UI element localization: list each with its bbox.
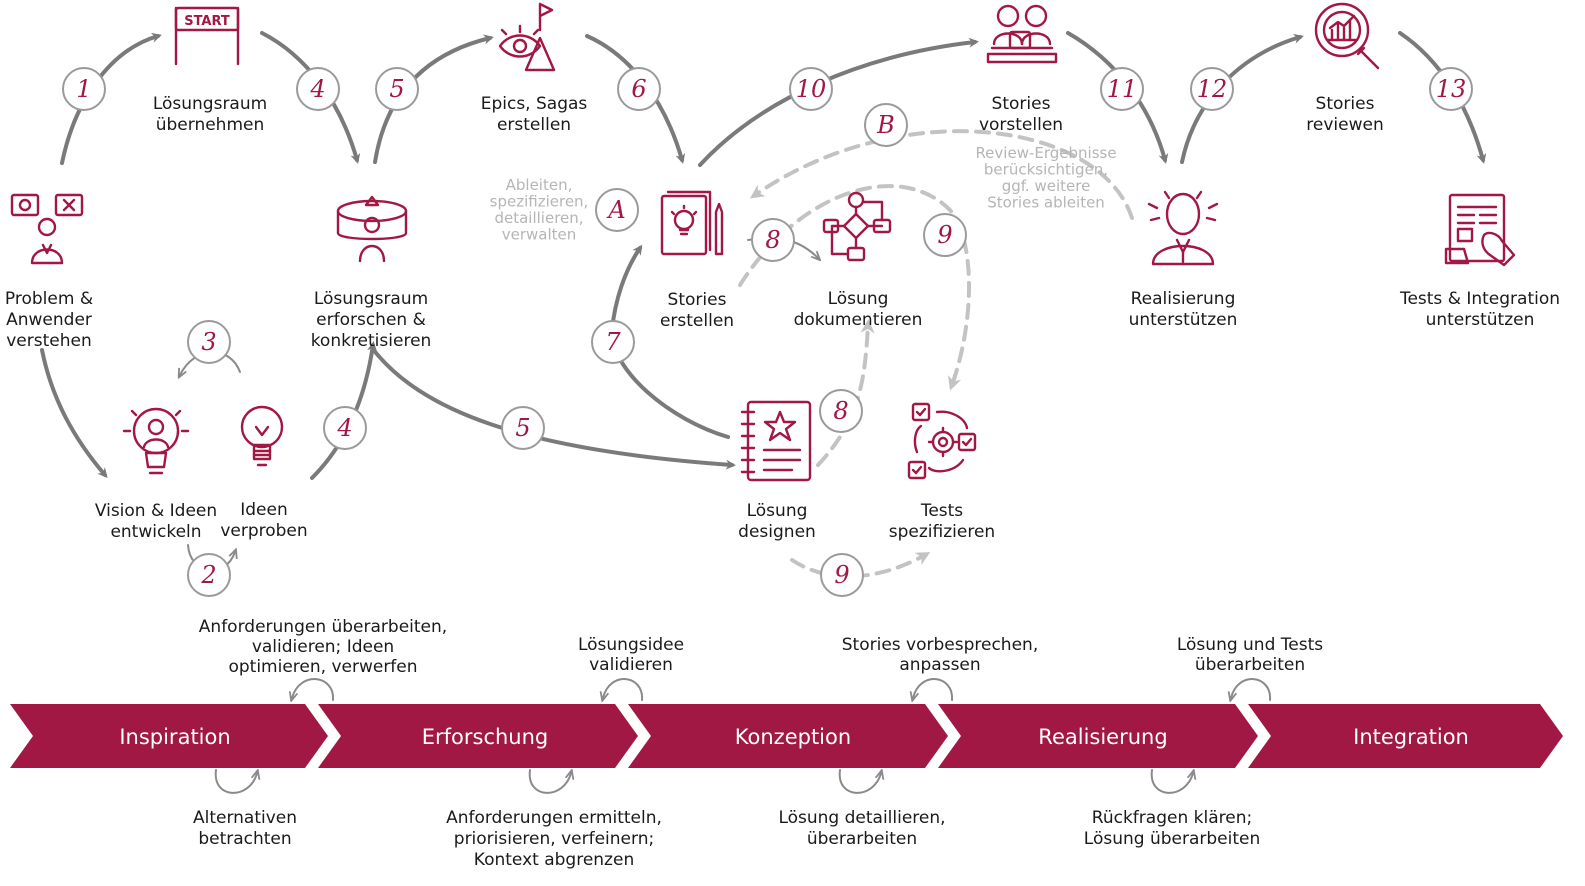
step-5: 5 [375,67,419,111]
step-8-top: 8 [751,218,795,262]
explore-space-icon [336,195,408,263]
phase-label-inspiration: Inspiration [119,725,230,749]
step-b: B [864,103,908,147]
phase-label-erforschung: Erforschung [422,725,549,749]
vision-bulb-icon [122,407,190,475]
epics-vision-icon [498,2,556,72]
step-4-lower: 4 [323,406,367,450]
step-6: 6 [617,67,661,111]
svg-text:4: 4 [309,75,325,103]
design-notebook-icon [740,400,812,482]
phase-note-bottom-realisierung: Rückfragen klären;Lösung überarbeiten [1084,808,1260,849]
phase-realisierung [938,704,1258,768]
svg-text:5: 5 [389,75,404,103]
problem-icon [10,193,84,265]
phase-erforschung [318,704,638,768]
svg-text:6: 6 [631,75,646,103]
svg-text:A: A [606,196,625,224]
loop-arrows-top [292,678,1272,700]
svg-text:5: 5 [515,414,530,442]
step-2: 2 [187,553,231,597]
step-10: 10 [789,67,833,111]
phase-note-bottom-erforschung: Anforderungen ermitteln,priorisieren, ve… [446,808,662,870]
svg-text:11: 11 [1107,75,1138,103]
svg-text:1: 1 [76,75,91,103]
phase-note-top-konzeption: Stories vorbesprechen,anpassen [842,635,1038,675]
step-a: A [595,188,639,232]
phase-integration [1248,704,1563,768]
idea-bulb-icon [240,405,284,467]
svg-text:7: 7 [605,328,621,356]
step-8-lower: 8 [819,389,863,433]
phase-konzeption [628,704,948,768]
svg-text:8: 8 [765,226,780,254]
svg-text:START: START [184,14,230,29]
phase-bar: Inspiration Erforschung Konzeption Reali… [10,704,1563,768]
svg-text:3: 3 [201,328,216,356]
note-ableiten: Ableiten,spezifizieren,detaillieren,verw… [490,176,589,244]
phase-note-top-inspiration: Anforderungen überarbeiten,validieren; I… [199,617,447,677]
step-4: 4 [296,67,340,111]
tests-gear-icon [907,402,977,480]
loop-arrows-bottom [214,770,1193,794]
step-7: 7 [591,320,635,364]
review-magnifier-icon [1314,2,1380,70]
phase-note-bottom-konzeption: Lösung detaillieren,überarbeiten [778,808,945,849]
tests-integration-icon [1444,193,1516,267]
flowchart-icon [822,191,892,262]
phase-label-konzeption: Konzeption [735,725,851,749]
svg-text:4: 4 [336,414,352,442]
phase-inspiration [10,704,328,768]
phase-label-realisierung: Realisierung [1038,725,1167,749]
svg-text:9: 9 [937,221,952,249]
step-9-lower: 9 [820,553,864,597]
start-sign-icon: START [174,6,240,66]
realization-person-icon [1147,190,1219,266]
stories-present-icon [986,4,1058,64]
step-11: 11 [1100,67,1144,111]
step-13: 13 [1429,67,1473,111]
stories-create-icon [660,190,724,256]
step-12: 12 [1190,67,1234,111]
svg-text:2: 2 [200,561,216,589]
step-3: 3 [187,320,231,364]
step-9-top: 9 [923,213,967,257]
svg-text:12: 12 [1197,75,1228,103]
svg-text:13: 13 [1436,75,1467,103]
step-1: 1 [62,67,106,111]
svg-text:8: 8 [833,397,848,425]
svg-text:9: 9 [834,561,849,589]
svg-text:10: 10 [796,75,827,103]
svg-text:B: B [876,111,895,139]
step-5-lower: 5 [501,406,545,450]
phase-label-integration: Integration [1353,725,1469,749]
